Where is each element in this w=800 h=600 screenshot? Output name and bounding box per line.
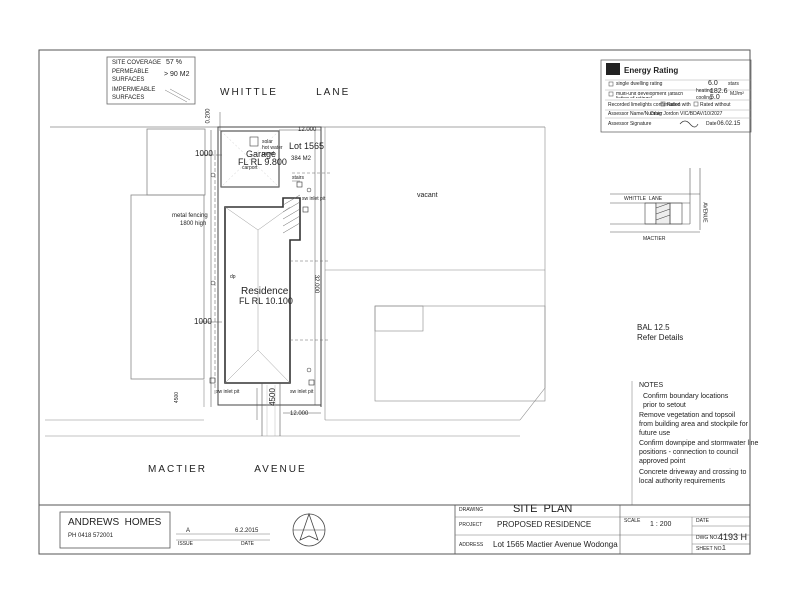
- north-arrow-icon: [292, 512, 326, 547]
- note-line: local authority requirements: [639, 478, 725, 485]
- energy-rating-title: Energy Rating: [624, 66, 679, 75]
- legend-permeable-label-2: SURFACES: [112, 77, 145, 83]
- drawing-label: DRAWING: [459, 507, 483, 513]
- bal-rating: BAL 12.5: [637, 323, 670, 332]
- legend-impermeable-label: IMPERMEABLE: [112, 87, 156, 93]
- vacant-label: vacant: [417, 192, 438, 199]
- legend-impermeable-label-2: SURFACES: [112, 95, 145, 101]
- carport-label: carport: [242, 165, 258, 171]
- mini-map-whittle: WHITTLE: [624, 196, 646, 202]
- sheet-no: 1: [722, 545, 726, 552]
- energy-row3-label: Recorded limelights confirmation: [608, 102, 681, 108]
- hot-water-label: hot water: [262, 145, 283, 151]
- lot-number: Lot 1565: [289, 141, 325, 151]
- issue-letter: A: [186, 528, 191, 534]
- note-line: future use: [639, 430, 671, 437]
- street-mactier-avenue: MACTIER AVENUE: [148, 464, 307, 475]
- sw-inlet-pit-1: sw inlet pit: [302, 196, 326, 202]
- energy-row1-unit: stars: [728, 81, 739, 87]
- energy-date: 06.02.15: [717, 121, 741, 127]
- energy-heating-value: 182.6: [710, 88, 728, 95]
- energy-date-label: Date: [706, 121, 717, 127]
- garage-label: Garage: [246, 149, 277, 159]
- front-setback-dim: 4500: [267, 388, 277, 406]
- note-line: Remove vegetation and topsoil: [639, 412, 736, 419]
- mini-map-mactier: MACTIER: [643, 236, 666, 242]
- company-phone: PH 0418 572001: [68, 533, 114, 539]
- garage-floor-level: FL RL 9.800: [238, 157, 287, 167]
- residence-label: Residence: [241, 286, 289, 297]
- width-bottom-dim: 12.000: [290, 411, 309, 417]
- project-address: Lot 1565 Mactier Avenue Wodonga: [493, 540, 618, 549]
- note-line: Confirm boundary locations: [643, 393, 729, 400]
- drawing-title: SITE PLAN: [513, 503, 573, 515]
- energy-rated-without: Rated without: [700, 102, 731, 108]
- project-name: PROPOSED RESIDENCE: [497, 520, 592, 529]
- energy-cooling-label: cooling: [696, 95, 712, 101]
- fencing-label: metal fencing: [172, 213, 208, 219]
- note-line: prior to setout: [643, 402, 686, 409]
- setback-top-dim: 1000: [195, 149, 213, 158]
- lot-area: 384 M2: [291, 156, 312, 162]
- company-name: ANDREWS HOMES: [68, 517, 162, 528]
- solar-label: solar: [262, 139, 273, 145]
- panel-label: panel: [262, 151, 275, 157]
- address-label: ADDRESS: [459, 542, 484, 548]
- side-dim: 0.200: [205, 108, 212, 124]
- energy-row1-value: 6.0: [708, 80, 718, 87]
- bal-refer: Refer Details: [637, 333, 684, 342]
- sheet-label: SHEET NO.: [696, 546, 723, 552]
- energy-rating-logo-icon: [606, 63, 620, 75]
- issue-date: 6.2.2015: [235, 528, 259, 534]
- depth-dim: 32.000: [313, 274, 320, 294]
- note-line: Concrete driveway and crossing to: [639, 469, 747, 476]
- dwg-no-label: DWG NO.: [696, 535, 719, 541]
- mini-map-lane: LANE: [649, 196, 663, 202]
- street-whittle-lane: WHITTLE LANE: [220, 87, 351, 98]
- energy-row2-label: multi-unit development (attach listing o…: [616, 92, 683, 98]
- downpipe-label: dp: [230, 274, 236, 280]
- left-dim: 4500: [174, 391, 181, 404]
- energy-row2-unit: MJ/m²: [730, 91, 744, 97]
- dwg-no: 4193 H: [718, 532, 748, 542]
- note-line: positions - connection to council: [639, 449, 739, 456]
- project-label: PROJECT: [459, 522, 483, 528]
- legend-permeable-value: > 90 M2: [164, 71, 190, 78]
- width-top-dim: 12.000: [298, 127, 317, 133]
- note-line: Confirm downpipe and stormwater line: [639, 440, 759, 447]
- notes-title: NOTES: [639, 382, 664, 389]
- energy-cooling-value: 5.0: [710, 94, 720, 101]
- scale-value: 1 : 200: [650, 521, 672, 528]
- legend-site-coverage-value: 57 %: [166, 59, 182, 66]
- assessor-name: Craig Jordon VIC/BDAV/10/2027: [650, 111, 723, 117]
- assessor-name-label: Assessor Name/Number: [608, 111, 663, 117]
- legend-permeable-label: PERMEABLE: [112, 69, 149, 75]
- residence-floor-level: FL RL 10.100: [239, 296, 293, 306]
- assessor-signature-label: Assessor Signature: [608, 121, 652, 127]
- issue-date-label: DATE: [241, 541, 254, 547]
- stairs-label: stairs: [292, 175, 304, 181]
- dwg-date-label: DATE: [696, 518, 709, 524]
- scale-label: SCALE: [624, 518, 641, 524]
- sw-inlet-pit-2: sw inlet pit: [216, 389, 240, 395]
- mini-map-avenue: AVENUE: [701, 202, 708, 223]
- note-line: approved point: [639, 458, 686, 465]
- legend-site-coverage-label: SITE COVERAGE: [112, 60, 162, 66]
- issue-label: ISSUE: [178, 541, 194, 547]
- energy-heating-label: heating: [696, 88, 713, 94]
- energy-row1-label: single dwelling rating: [616, 81, 663, 87]
- sw-inlet-pit-3: sw inlet pit: [290, 389, 314, 395]
- fencing-height: 1800 high: [180, 221, 207, 227]
- setback-mid-dim: 1000: [194, 317, 212, 326]
- energy-rated-with: Rated with: [667, 102, 691, 108]
- note-line: from building area and stockpile for: [639, 421, 748, 428]
